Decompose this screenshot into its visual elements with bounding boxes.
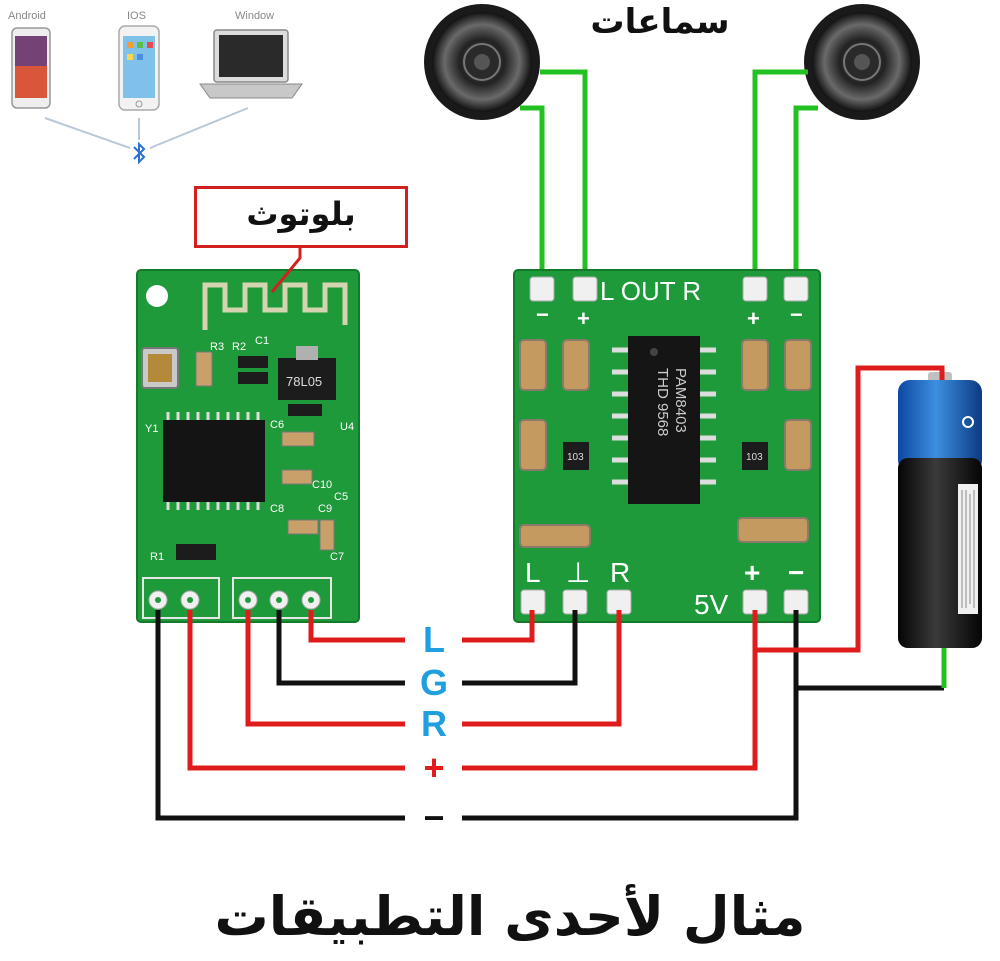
bluetooth-chip [163,412,265,510]
plus-mark: + [577,306,590,331]
signal-label-l: L [423,619,445,660]
minus-mark: − [790,302,803,327]
output-header-label: L OUT R [600,276,701,306]
bluetooth-callout: بلوتوث [194,186,408,248]
resistor-marking: 103 [746,452,763,463]
silk-label: C5 [334,491,348,503]
signal-label-g: G [419,662,448,703]
silk-label: C9 [318,503,332,515]
silk-label: C6 [270,419,284,431]
speaker-left [424,4,540,120]
power-label: 5V [694,589,729,620]
speakers-title: سماعات [590,2,730,42]
amp-chip-marking: THD 9568 [654,368,671,436]
signal-label-minus: − [423,797,445,838]
resistor-marking: 103 [567,452,584,463]
battery [898,372,982,648]
input-label-r: R [610,557,630,588]
callout-pointer [270,248,302,293]
silk-label: C1 [255,335,269,347]
input-label-l: L [525,557,541,588]
silk-label: U4 [340,421,354,433]
device-connection-graphic [11,25,303,165]
silk-label: Y1 [145,423,158,435]
regulator-marking: 78L05 [286,374,322,389]
signal-label-r: R [421,703,447,744]
speaker-right [804,4,920,120]
caption: مثال لأحدى التطبيقات [214,885,806,948]
silk-label: R3 [210,341,224,353]
pam8403-chip: PAM8403 THD 9568 [612,336,716,504]
silk-label: R2 [232,341,246,353]
iphone-icon [118,25,160,111]
silk-label: C7 [330,551,344,563]
bluetooth-module: 78L05 C1 R2 R3 [136,269,360,623]
amplifier-board: L OUT R − + + − PAM8403 THD 9568 [513,269,821,623]
minus-mark: − [788,557,804,588]
bluetooth-icon [133,141,146,165]
signal-wires [155,365,947,821]
silk-label: C10 [312,479,332,491]
device-label-android: Android [8,10,46,22]
silk-label: C8 [270,503,284,515]
bluetooth-label: بلوتوث [246,195,356,233]
laptop-icon [199,29,303,99]
smartphone-icon [11,27,51,109]
speaker-wires [520,69,818,288]
amp-chip-marking: PAM8403 [672,368,689,433]
signal-label-plus: + [423,747,445,788]
minus-mark: − [536,302,549,327]
plus-mark: + [747,306,760,331]
device-label-ios: IOS [127,10,146,22]
input-label-ground: ⊥ [566,557,590,588]
device-label-window: Window [235,10,275,22]
silk-label: R1 [150,551,164,563]
plus-mark: + [744,557,760,588]
